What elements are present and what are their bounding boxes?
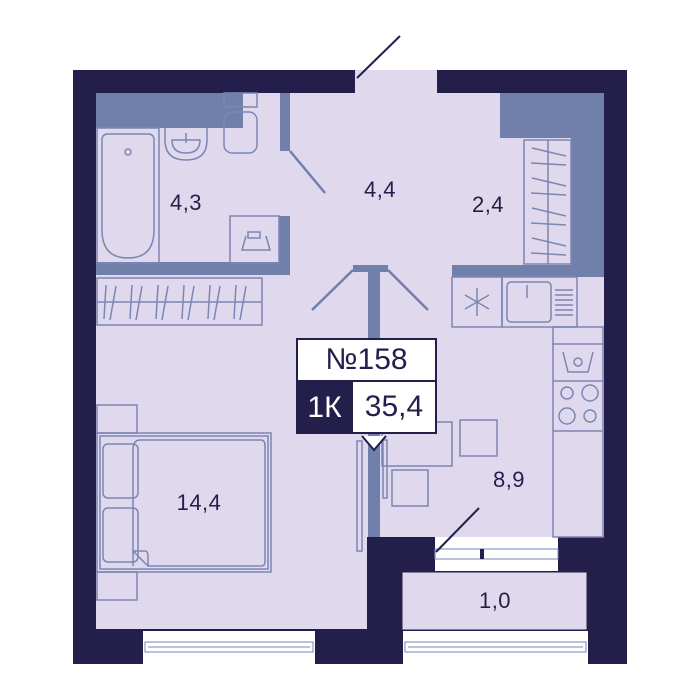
- room-area-storage: 2,4: [471, 192, 505, 217]
- washing-machine-icon: [229, 215, 280, 264]
- kitchen-counter: [552, 326, 604, 538]
- storage-shelf-icon: [523, 139, 572, 265]
- balcony-window: [403, 631, 588, 664]
- sliding-door[interactable]: [356, 439, 388, 552]
- entrance-door[interactable]: [356, 35, 401, 79]
- label-pointer: [361, 435, 387, 452]
- apartment-total-area: 35,4: [353, 382, 437, 434]
- partitions: [96, 93, 604, 537]
- sink-icon: [164, 128, 208, 161]
- wardrobe-icon: [96, 277, 263, 326]
- bathtub-icon: [96, 127, 160, 264]
- apartment-number: №158: [296, 338, 437, 382]
- bedroom-window: [143, 631, 315, 664]
- dishwasher-icon: [553, 343, 603, 382]
- room-area-bathroom: 4,3: [169, 190, 203, 215]
- room-area-bedroom: 14,4: [176, 490, 222, 515]
- balcony-floor: [401, 571, 588, 631]
- room-area-kitchen: 8,9: [492, 467, 526, 492]
- toilet-icon: [223, 92, 258, 154]
- room-area-balcony: 1,0: [478, 588, 512, 613]
- apartment-label: №158 1К 35,4: [296, 338, 437, 434]
- bed-icon: [96, 404, 272, 601]
- room-area-hallway: 4,4: [363, 177, 397, 202]
- apartment-rooms: 1К: [296, 382, 353, 434]
- doors: [289, 150, 429, 311]
- kitchen-balcony-door[interactable]: [434, 507, 559, 571]
- stove-icon: [553, 384, 603, 432]
- kitchen-sink-icon: [501, 276, 578, 328]
- entrance-gap-floor: [355, 70, 437, 93]
